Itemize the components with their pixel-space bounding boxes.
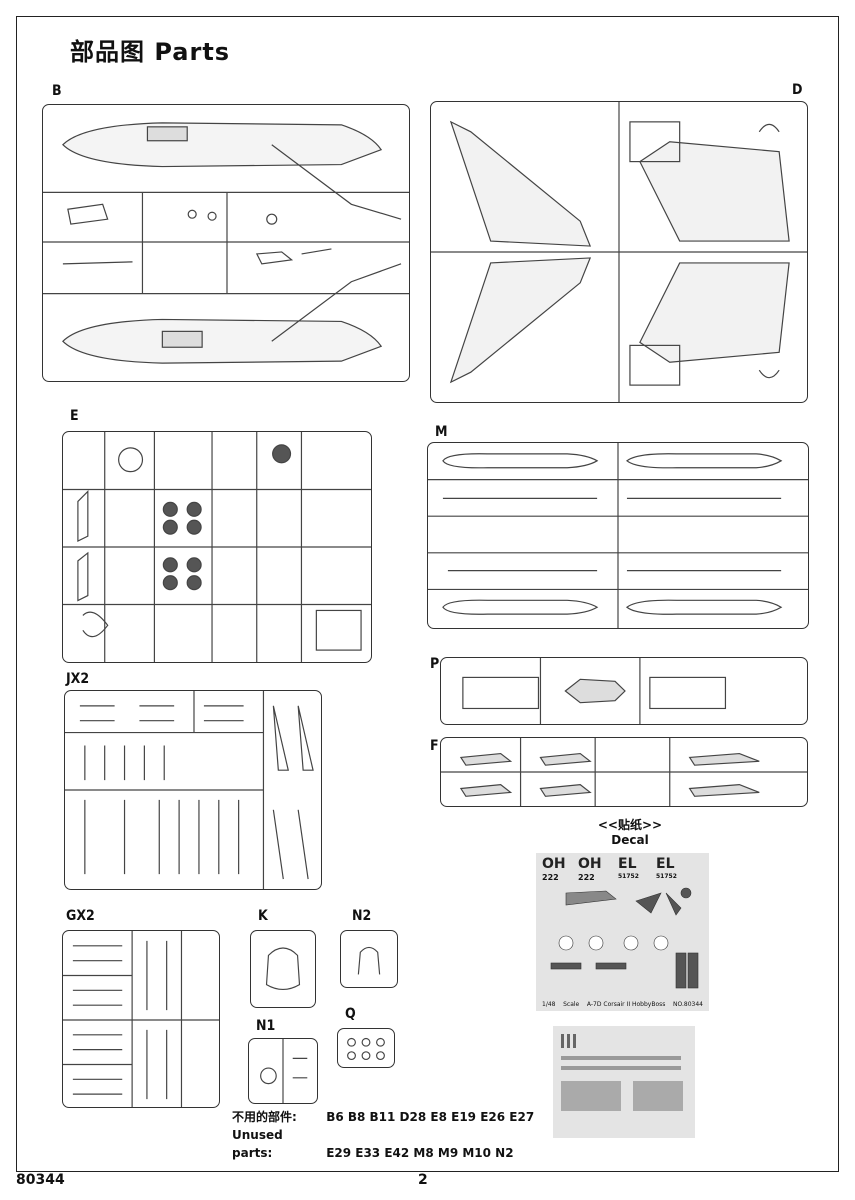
sprue-n1-drawing — [260, 1039, 308, 1103]
sprue-m-drawing — [428, 443, 808, 628]
sprue-p-drawing — [462, 658, 727, 724]
decal-code-3: EL — [618, 856, 637, 872]
sprue-label-jx2: JX2 — [66, 671, 90, 687]
decal-code-4: EL — [656, 856, 675, 872]
sprue-b — [42, 104, 410, 382]
sprue-jx2 — [64, 690, 322, 890]
decal-name: A-7D Corsair II HobbyBoss — [586, 1001, 666, 1008]
decal-sheet-stencils — [553, 1026, 695, 1138]
decal-artwork — [550, 887, 699, 989]
sprue-label-f: F — [430, 738, 439, 754]
sprue-m — [427, 442, 809, 629]
sprue-label-m: M — [435, 424, 448, 440]
sprue-q-drawing — [347, 1037, 385, 1060]
sprue-gx2-drawing — [63, 931, 219, 1107]
sprue-label-gx2: GX2 — [66, 908, 95, 924]
sprue-d — [430, 101, 808, 403]
product-code: 80344 — [16, 1172, 65, 1188]
sprue-n2-drawing — [357, 946, 381, 975]
decal-number: NO.80344 — [673, 1001, 703, 1008]
page-title: 部品图 Parts — [70, 38, 231, 66]
sprue-f — [440, 737, 808, 807]
sprue-gx2 — [62, 930, 220, 1108]
sprue-jx2-drawing — [65, 691, 314, 889]
sprue-e-drawing — [63, 432, 371, 662]
page-number: 2 — [418, 1172, 428, 1188]
sprue-d-drawing — [431, 102, 807, 402]
page-frame — [16, 16, 839, 1172]
sprue-k-drawing — [265, 947, 301, 991]
sprue-k — [250, 930, 316, 1008]
sprue-b-drawing — [43, 122, 409, 364]
decal-scale: 1/48 — [542, 1001, 556, 1008]
sprue-label-n1: N1 — [256, 1018, 276, 1034]
decal-sheet-main: OH OH EL EL 222 222 51752 51752 1/48 Sca… — [536, 853, 709, 1011]
sprue-f-drawing — [441, 738, 807, 806]
decal-number-2: 222 — [578, 873, 595, 882]
decal-title: <<贴纸>> Decal — [585, 818, 675, 848]
decal-scale-word: Scale — [563, 1001, 580, 1008]
sprue-label-n2: N2 — [352, 908, 372, 924]
decal-code-1: OH — [542, 856, 566, 872]
unused-label-en: Unused parts: — [232, 1128, 283, 1160]
sprue-e — [62, 431, 372, 663]
decal-code-2: OH — [578, 856, 602, 872]
sprue-label-p: P — [430, 656, 440, 672]
sprue-n2 — [340, 930, 398, 988]
sprue-n1 — [248, 1038, 318, 1104]
sprue-label-k: K — [258, 908, 268, 924]
decal-number-4: 51752 — [656, 873, 677, 880]
sprue-q — [337, 1028, 395, 1068]
sprue-label-d: D — [792, 82, 803, 98]
decal-title-cn: <<贴纸>> — [597, 818, 663, 832]
decal-title-en: Decal — [611, 833, 649, 847]
unused-parts: 不用的部件: B6 B8 B11 D28 E8 E19 E26 E27 Unus… — [232, 1108, 534, 1162]
unused-line-2: E29 E33 E42 M8 M9 M10 N2 — [326, 1146, 514, 1160]
sprue-label-b: B — [52, 83, 62, 99]
sprue-label-e: E — [70, 408, 79, 424]
decal-number-1: 222 — [542, 873, 559, 882]
unused-line-1: B6 B8 B11 D28 E8 E19 E26 E27 — [326, 1110, 535, 1124]
unused-label-cn: 不用的部件: — [232, 1110, 297, 1124]
decal-stencils-artwork — [561, 1034, 683, 1111]
decal-number-3: 51752 — [618, 873, 639, 880]
sprue-label-q: Q — [345, 1006, 356, 1022]
sprue-p — [440, 657, 808, 725]
